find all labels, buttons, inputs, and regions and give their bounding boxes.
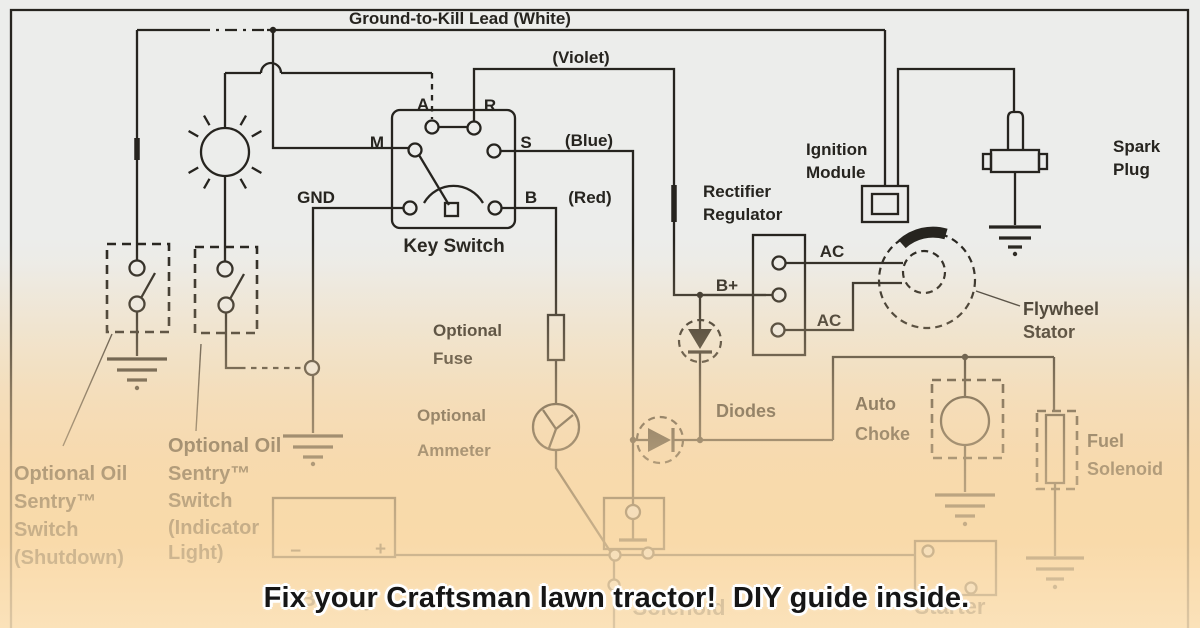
label-oil-sentry-indicator: Optional Oil Sentry™ Switch (Indicator L… <box>168 435 281 564</box>
auto-choke <box>930 378 1005 527</box>
label-ac-bottom: AC <box>817 311 842 330</box>
svg-text:Switch: Switch <box>14 519 78 541</box>
oil-sentry-indicator-switch <box>193 245 303 432</box>
label-ignition-1: Ignition <box>806 140 867 159</box>
label-fuse-1: Optional <box>433 321 502 340</box>
label-terminal-b: B <box>525 188 537 207</box>
label-key-switch: Key Switch <box>403 236 504 257</box>
ignition-module <box>860 30 1016 224</box>
ground-symbol <box>283 434 343 467</box>
svg-text:Sentry™: Sentry™ <box>168 463 250 485</box>
ground-symbol <box>989 225 1041 257</box>
pointer-line <box>195 343 202 432</box>
label-flywheel-1: Flywheel <box>1023 299 1099 319</box>
svg-text:Switch: Switch <box>168 490 232 512</box>
optional-fuse-symbol <box>546 313 566 362</box>
label-terminal-s: S <box>520 133 531 152</box>
banner-text: Fix your Craftsman lawn tractor! DIY gui… <box>263 582 970 614</box>
label-fuel-2: Solenoid <box>1087 459 1163 479</box>
label-ammeter-1: Optional <box>417 406 486 425</box>
label-choke-2: Choke <box>855 424 910 444</box>
label-spark-1: Spark <box>1113 137 1161 156</box>
key-switch <box>390 108 517 230</box>
svg-text:Optional Oil: Optional Oil <box>14 463 127 485</box>
pointer-line <box>62 333 113 447</box>
label-terminal-r: R <box>484 96 496 115</box>
label-rectifier-1: Rectifier <box>703 182 771 201</box>
label-ammeter-2: Ammeter <box>417 441 491 460</box>
label-spark-2: Plug <box>1113 160 1150 179</box>
label-fuse-2: Fuse <box>433 349 473 368</box>
optional-ammeter-symbol <box>531 402 581 452</box>
label-kill-lead: Ground-to-Kill Lead (White) <box>349 9 571 28</box>
ground-symbol <box>107 357 167 391</box>
flywheel-stator <box>877 226 1021 330</box>
spark-plug <box>981 110 1049 257</box>
banner-caption: Fix your Craftsman lawn tractor! DIY gui… <box>0 549 1200 628</box>
label-violet: (Violet) <box>552 48 609 67</box>
gnd-wire <box>283 206 403 467</box>
label-choke-1: Auto <box>855 394 896 414</box>
label-ignition-2: Module <box>806 163 866 182</box>
rectifier-regulator <box>700 233 903 357</box>
indicator-light-wire <box>223 61 434 261</box>
label-b-plus: B+ <box>716 276 738 295</box>
ground-symbol <box>935 493 995 527</box>
label-blue: (Blue) <box>565 131 613 150</box>
oil-sentry-shutdown-switch <box>62 242 171 447</box>
diode-horizontal <box>633 415 833 465</box>
pointer-line <box>975 290 1021 307</box>
label-flywheel-2: Stator <box>1023 322 1075 342</box>
red-wire <box>502 206 611 552</box>
label-ac-top: AC <box>820 242 845 261</box>
label-terminal-m: M <box>370 133 384 152</box>
label-terminal-gnd: GND <box>297 188 335 207</box>
svg-text:(Indicator: (Indicator <box>168 517 259 539</box>
label-terminal-a: A <box>417 95 429 114</box>
svg-text:Sentry™: Sentry™ <box>14 491 96 513</box>
label-fuel-1: Fuel <box>1087 431 1124 451</box>
diode-vertical <box>677 295 723 444</box>
label-rectifier-2: Regulator <box>703 205 783 224</box>
label-red: (Red) <box>568 188 611 207</box>
label-diodes: Diodes <box>716 401 776 421</box>
svg-text:Optional Oil: Optional Oil <box>168 435 281 457</box>
